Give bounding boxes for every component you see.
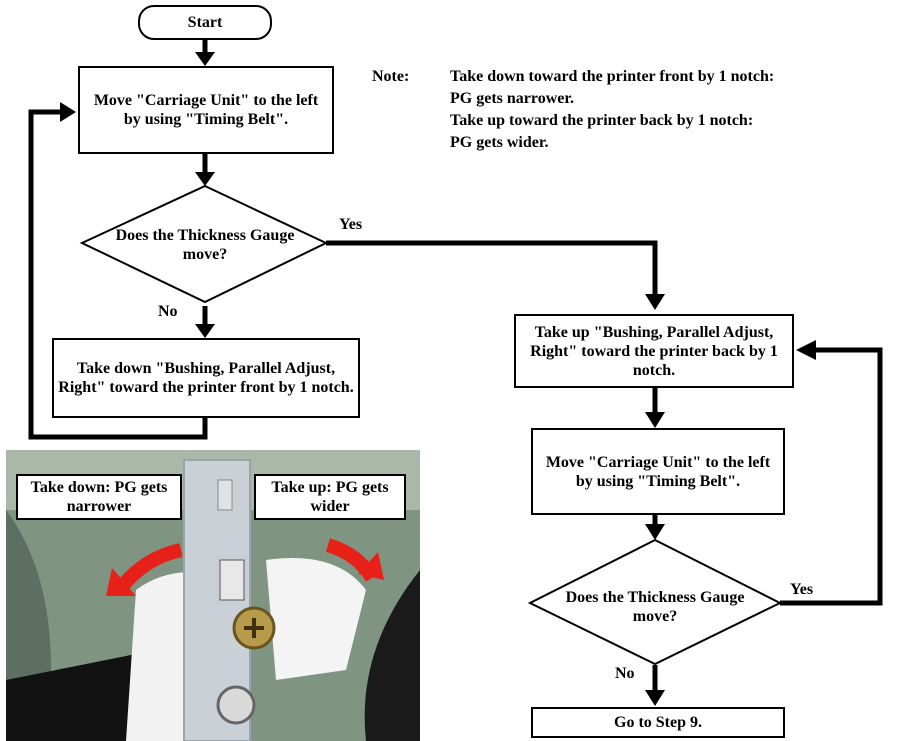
goto-step-box: Go to Step 9. [531, 707, 785, 738]
arrowhead-down [645, 412, 665, 428]
arrowhead-left [796, 340, 816, 360]
move-carriage-text-2: Move "Carriage Unit" to the left by usin… [545, 453, 771, 490]
arrowhead-down [195, 172, 215, 186]
decision-diamond-1 [79, 184, 329, 304]
start-terminator: Start [138, 5, 272, 40]
connector-yes-to-takeup [326, 240, 658, 296]
yes-label-2: Yes [790, 581, 814, 598]
note-line-3: Take up toward the printer back by 1 not… [450, 112, 754, 129]
arrow-right-head [358, 552, 384, 580]
arrowhead-down [645, 294, 665, 310]
arrowhead-down [195, 52, 215, 66]
take-down-box: Take down "Bushing, Parallel Adjust, Rig… [52, 338, 360, 418]
move-carriage-box-2: Move "Carriage Unit" to the left by usin… [531, 428, 785, 515]
yes-label-1: Yes [339, 216, 363, 233]
start-label: Start [187, 14, 223, 31]
note-label: Note: [372, 68, 410, 85]
arrowhead-down [645, 524, 665, 540]
connector-loop-back-1 [28, 109, 208, 440]
goto-step-text: Go to Step 9. [614, 714, 702, 731]
no-label-2: No [615, 665, 635, 682]
take-down-text: Take down "Bushing, Parallel Adjust, Rig… [58, 360, 354, 396]
bushing-adjustment-photo: Take down: PG gets narrower Take up: PG … [6, 450, 420, 741]
note-line-2: PG gets narrower. [450, 90, 574, 107]
decision-diamond-2 [527, 538, 783, 666]
decision-text-2: Does the Thickness Gauge move? [565, 589, 745, 625]
note-line-1: Take down toward the printer front by 1 … [450, 68, 775, 85]
arrowhead-down [645, 690, 665, 706]
take-up-box: Take up "Bushing, Parallel Adjust, Right… [514, 314, 794, 388]
move-carriage-box-1: Move "Carriage Unit" to the left by usin… [78, 66, 334, 154]
arrow-left-head [106, 568, 136, 596]
no-label-1: No [158, 303, 178, 320]
note-line-4: PG gets wider. [450, 134, 549, 151]
caption-take-up: Take up: PG gets wider [254, 474, 406, 520]
arrowhead-right [60, 102, 76, 122]
note-body: Take down toward the printer front by 1 … [450, 66, 774, 154]
decision-text-1: Does the Thickness Gauge move? [115, 227, 295, 263]
caption-take-down: Take down: PG gets narrower [16, 474, 182, 520]
connector-loop-back-2 [780, 347, 883, 606]
move-carriage-text-1: Move "Carriage Unit" to the left by usin… [93, 92, 319, 128]
arrow-left-curve [115, 543, 183, 593]
take-up-text: Take up "Bushing, Parallel Adjust, Right… [530, 323, 778, 379]
arrowhead-down [195, 324, 215, 338]
